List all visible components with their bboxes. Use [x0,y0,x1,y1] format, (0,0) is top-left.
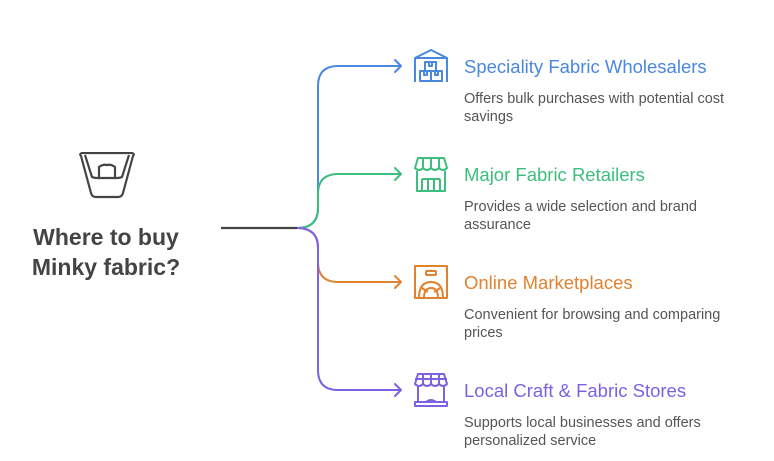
branch-description: Convenient for browsing and comparing pr… [464,307,721,341]
root-title-line-1: Where to buy [33,224,179,250]
storefront-icon [414,157,448,192]
branch-description: Provides a wide selection and brand assu… [464,199,697,233]
branch-title: Local Craft & Fabric Stores [464,380,687,401]
local-shop-icon [414,373,448,407]
branch-title: Online Marketplaces [464,272,633,293]
branch-title: Major Fabric Retailers [464,164,645,185]
arrow-head-icon [394,167,402,181]
root-title-line-2: Minky fabric? [31,254,181,280]
branch-connector [296,227,401,391]
branch-title: Speciality Fabric Wholesalers [464,56,707,77]
online-shop-icon [414,265,448,299]
fabric-basket-icon [79,152,135,199]
arrow-head-icon [394,59,402,73]
arrow-head-icon [394,383,402,397]
branch-connector [296,65,401,229]
arrow-head-icon [394,275,402,289]
branch-connector [296,173,401,229]
warehouse-boxes-icon [414,49,448,82]
branch-description: Offers bulk purchases with potential cos… [464,91,725,125]
root-title: Where to buy Minky fabric? [20,222,192,282]
branch-description: Supports local businesses and offers per… [464,415,701,449]
branch-connector [296,227,401,283]
